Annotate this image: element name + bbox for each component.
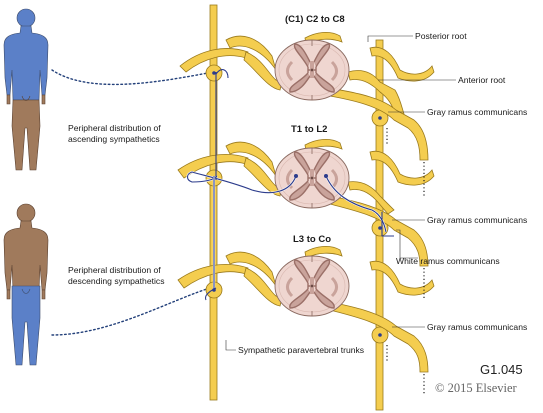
segment-label-cervical: (C1) C2 to C8 — [285, 14, 345, 25]
upper-body-figure — [3, 8, 49, 171]
descending-distribution-line — [51, 286, 214, 336]
cord-section-lumbosacral — [273, 254, 351, 318]
gray-ramus-label-2: Gray ramus communicans — [427, 215, 527, 225]
leader-lines — [225, 35, 456, 351]
nerve-continuations — [386, 128, 425, 394]
white-ramus-label: White ramus communicans — [396, 256, 500, 266]
descending-label-line-1: Peripheral distribution of — [68, 265, 161, 275]
segment-label-lumbosacral: L3 to Co — [293, 234, 331, 245]
posterior-root-label: Posterior root — [415, 31, 467, 41]
figure-code: G1.045 — [480, 362, 523, 377]
segment-lumbosacral — [177, 246, 435, 373]
descending-label-line-2: descending sympathetics — [68, 276, 165, 286]
lower-body-figure — [3, 203, 49, 366]
ascending-label-line-1: Peripheral distribution of — [68, 123, 161, 133]
sympathetic-fibers — [186, 69, 394, 337]
copyright-text: © 2015 Elsevier — [435, 381, 518, 395]
segment-cervical — [179, 32, 435, 161]
segment-label-thoracolumbar: T1 to L2 — [291, 124, 327, 135]
sympathetic-trunks-label: Sympathetic paravertebral trunks — [238, 345, 364, 355]
anterior-root-label: Anterior root — [458, 75, 506, 85]
gray-ramus-label-3: Gray ramus communicans — [427, 322, 527, 332]
gray-ramus-label-1: Gray ramus communicans — [427, 107, 527, 117]
cord-section-cervical — [273, 38, 351, 102]
ascending-label-line-2: ascending sympathetics — [68, 134, 160, 144]
ascending-distribution-line — [51, 69, 214, 86]
cord-section-thoracolumbar — [273, 146, 351, 210]
